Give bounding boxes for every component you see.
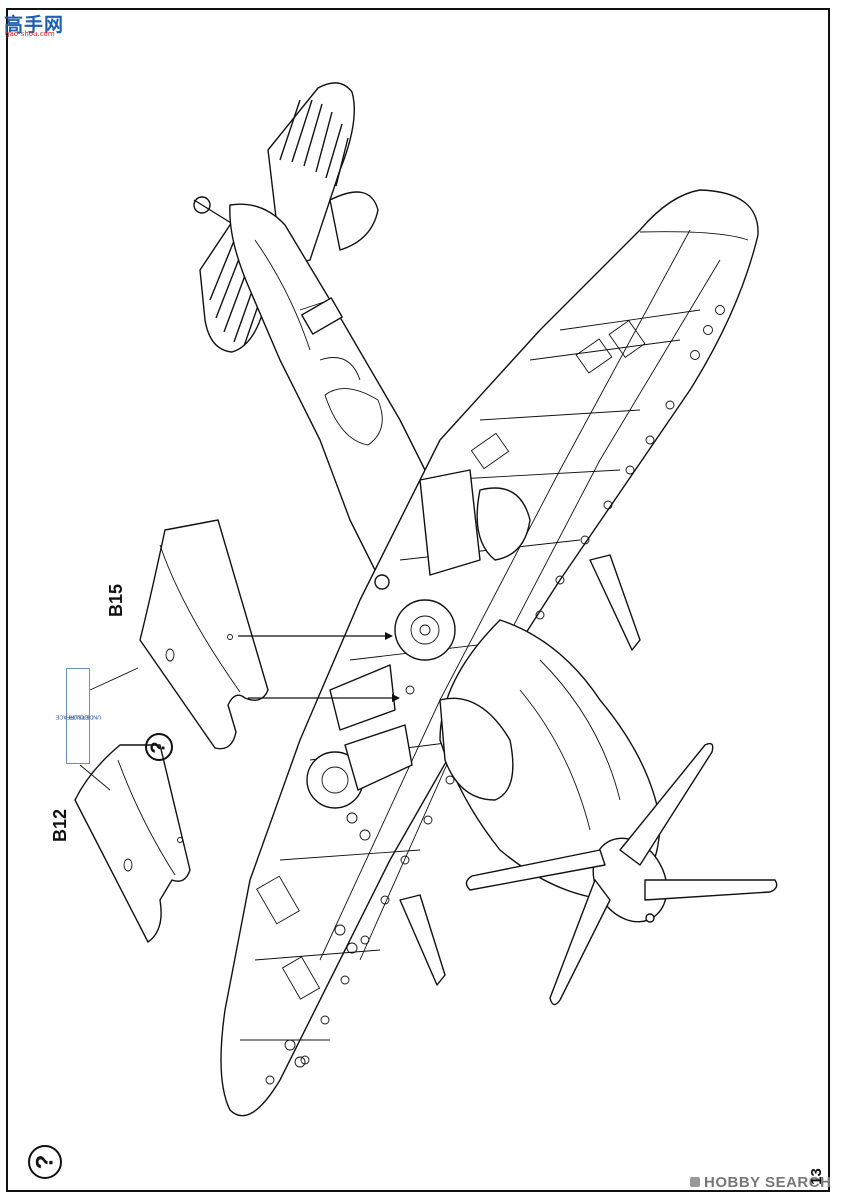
site-watermark: 高手网 gao-shou.com xyxy=(4,10,74,40)
hobbysearch-watermark: HOBBY SEARCH xyxy=(690,1172,831,1192)
assembly-leaders xyxy=(79,632,400,791)
page-number: 13 xyxy=(807,1168,825,1185)
site-name: 高手网 xyxy=(4,14,65,36)
hobbysearch-text: HOBBY SEARCH xyxy=(704,1173,832,1191)
optional-step-symbol: ? xyxy=(28,1145,62,1179)
hobbysearch-logo-icon xyxy=(690,1177,700,1187)
landing-gear xyxy=(306,469,531,809)
propeller xyxy=(465,742,778,1006)
part-b15-label: B15 xyxy=(106,583,127,618)
nose-section xyxy=(439,619,668,923)
optional-part-symbol: ? xyxy=(145,733,173,761)
optional-step-text: ? xyxy=(30,1154,58,1170)
part-b12 xyxy=(74,744,191,943)
optional-symbol-text: ? xyxy=(147,740,170,754)
site-url: gao-shou.com xyxy=(5,30,55,38)
page-border xyxy=(6,8,830,1192)
part-b15 xyxy=(139,519,269,750)
color-note-line2: COLOR xyxy=(68,713,88,720)
part-b12-label: B12 xyxy=(50,808,71,843)
